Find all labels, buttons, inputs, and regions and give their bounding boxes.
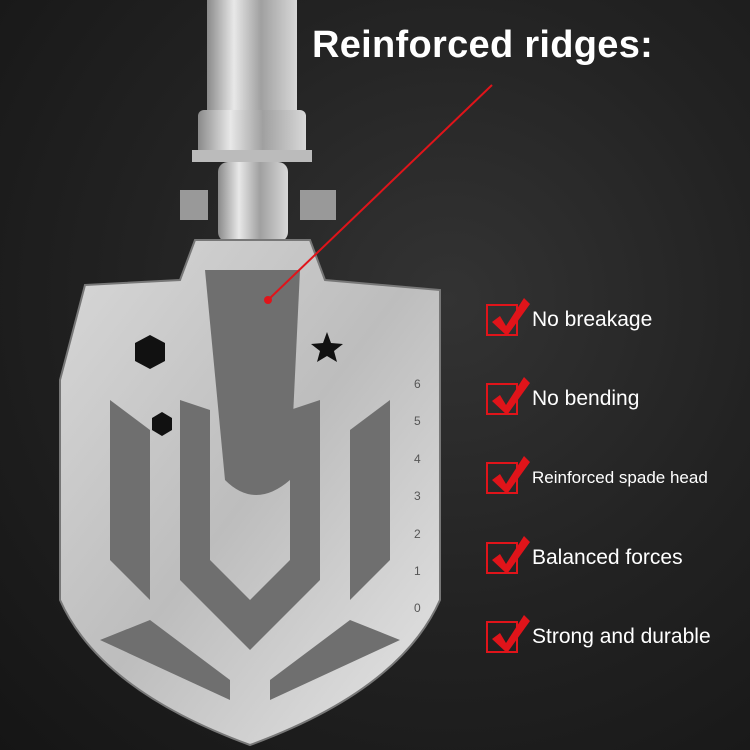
headline: Reinforced ridges: xyxy=(312,24,654,66)
feature-label: Strong and durable xyxy=(532,625,711,648)
pointer-dot xyxy=(264,296,272,304)
feature-item: Reinforced spade head xyxy=(486,456,708,494)
ruler-label: 2 xyxy=(414,527,421,541)
feature-label: No breakage xyxy=(532,308,653,331)
hex-wrench-hole-icon xyxy=(135,335,165,369)
ruler-label: 1 xyxy=(414,564,421,578)
feature-label: Reinforced spade head xyxy=(532,468,708,487)
feature-label: Balanced forces xyxy=(532,546,683,569)
feature-label: No bending xyxy=(532,387,640,410)
checkmark-icon xyxy=(486,615,530,653)
checkmark-icon xyxy=(486,536,530,574)
checkmark-icon xyxy=(486,377,530,415)
feature-item: Strong and durable xyxy=(486,615,711,653)
feature-item: No breakage xyxy=(486,298,653,336)
feature-item: Balanced forces xyxy=(486,536,683,574)
checkmark-icon xyxy=(486,298,530,336)
shovel-handle xyxy=(180,0,336,242)
ruler-label: 0 xyxy=(414,601,421,615)
pointer-line xyxy=(267,84,493,301)
star-hole-icon xyxy=(311,332,343,362)
ruler: 0 1 2 3 4 5 6 xyxy=(414,377,421,615)
checkmark-icon xyxy=(486,456,530,494)
blade-ridge-pattern xyxy=(100,270,400,700)
ruler-label: 5 xyxy=(414,414,421,428)
ruler-label: 3 xyxy=(414,489,421,503)
ruler-label: 4 xyxy=(414,452,421,466)
small-hex-hole-icon xyxy=(152,412,172,436)
feature-item: No bending xyxy=(486,377,640,415)
ruler-label: 6 xyxy=(414,377,421,391)
